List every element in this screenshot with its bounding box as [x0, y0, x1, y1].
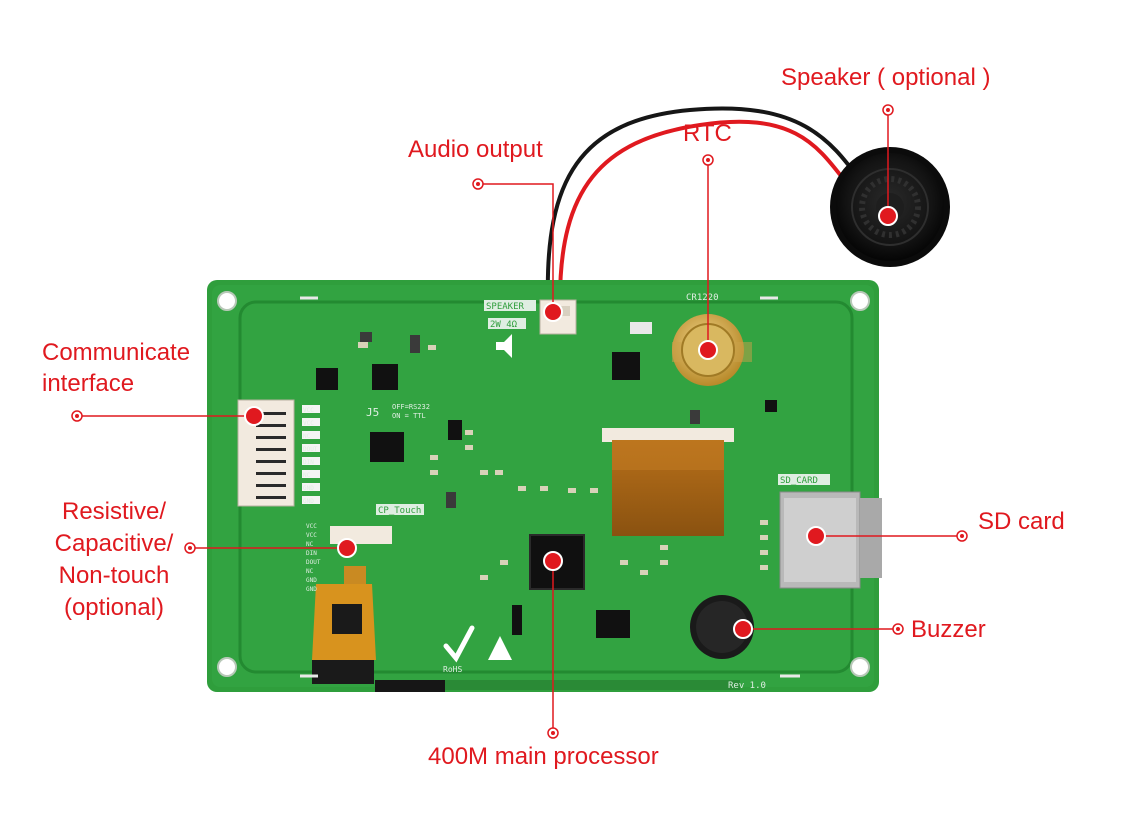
silk-cp-touch: CP_Touch [378, 506, 421, 516]
marker-rtc [698, 340, 718, 360]
label-interface: interface [42, 370, 135, 397]
callout-leaders [77, 110, 962, 733]
marker-speaker-end [882, 104, 894, 116]
label-rtc: RTC [683, 120, 732, 147]
marker-sd-card-end [956, 530, 968, 542]
label-audio-output: Audio output [408, 136, 543, 163]
label-speaker: Speaker ( optional ) [781, 64, 991, 91]
svg-text:DIN: DIN [303, 459, 314, 466]
silk-speaker: SPEAKER [486, 302, 525, 312]
marker-touch [337, 538, 357, 558]
svg-text:DIN: DIN [306, 550, 317, 557]
marker-buzzer-end [892, 623, 904, 635]
svg-text:GND: GND [306, 586, 317, 593]
pcb-board: SPEAKER 2W 4Ω CR1220 SD_CARD CP_Touch J5… [207, 280, 882, 692]
label-sd-card: SD card [978, 508, 1065, 535]
marker-touch-end [184, 542, 196, 554]
label-communicate: Communicate [42, 339, 191, 366]
label-touch-line3: Non-touch [58, 562, 170, 589]
svg-text:NC: NC [303, 433, 311, 440]
label-processor: 400M main processor [428, 743, 659, 770]
marker-communicate [244, 406, 264, 426]
silk-rohs: RoHS [443, 665, 462, 674]
label-touch-line4: (optional) [63, 594, 165, 621]
label-touch-line2: Capacitive/ [54, 530, 174, 557]
svg-text:NC: NC [303, 472, 311, 479]
svg-text:GND: GND [303, 485, 314, 492]
marker-communicate-end [71, 410, 83, 422]
silk-cr1220: CR1220 [686, 293, 719, 303]
silk-pins-touch: VCC VCC NC DIN DOUT NC GND GND [306, 523, 321, 593]
silk-speaker-spec: 2W 4Ω [490, 320, 518, 330]
silk-off-rs232: OFF=RS232 [392, 403, 430, 411]
silk-j5: J5 [366, 406, 379, 419]
marker-speaker [878, 206, 898, 226]
marker-processor [543, 551, 563, 571]
svg-text:NC: NC [306, 541, 314, 548]
label-touch-line1: Resistive/ [61, 498, 167, 525]
svg-text:VCC: VCC [303, 420, 314, 427]
speaker-wire-black [545, 106, 862, 301]
svg-text:VCC: VCC [306, 532, 317, 539]
label-buzzer: Buzzer [911, 616, 986, 643]
silk-sd-card: SD_CARD [780, 476, 818, 486]
svg-text:VCC: VCC [303, 407, 314, 414]
marker-sd-card [806, 526, 826, 546]
marker-rtc-end [702, 154, 714, 166]
silk-on-ttl: ON = TTL [392, 412, 426, 420]
svg-text:GND: GND [303, 498, 314, 505]
callout-markers [71, 104, 968, 739]
silk-pins-left: VCC VCC NC DOUT DIN NC GND GND [303, 407, 318, 505]
svg-text:GND: GND [306, 577, 317, 584]
silk-rev: Rev 1.0 [728, 681, 766, 691]
marker-processor-end [547, 727, 559, 739]
marker-audio-output-end [472, 178, 484, 190]
svg-text:DOUT: DOUT [303, 446, 318, 453]
marker-buzzer [733, 619, 753, 639]
marker-audio-output [543, 302, 563, 322]
svg-text:NC: NC [306, 568, 314, 575]
svg-text:DOUT: DOUT [306, 559, 321, 566]
speaker-wire-red [558, 119, 854, 301]
svg-text:VCC: VCC [306, 523, 317, 530]
